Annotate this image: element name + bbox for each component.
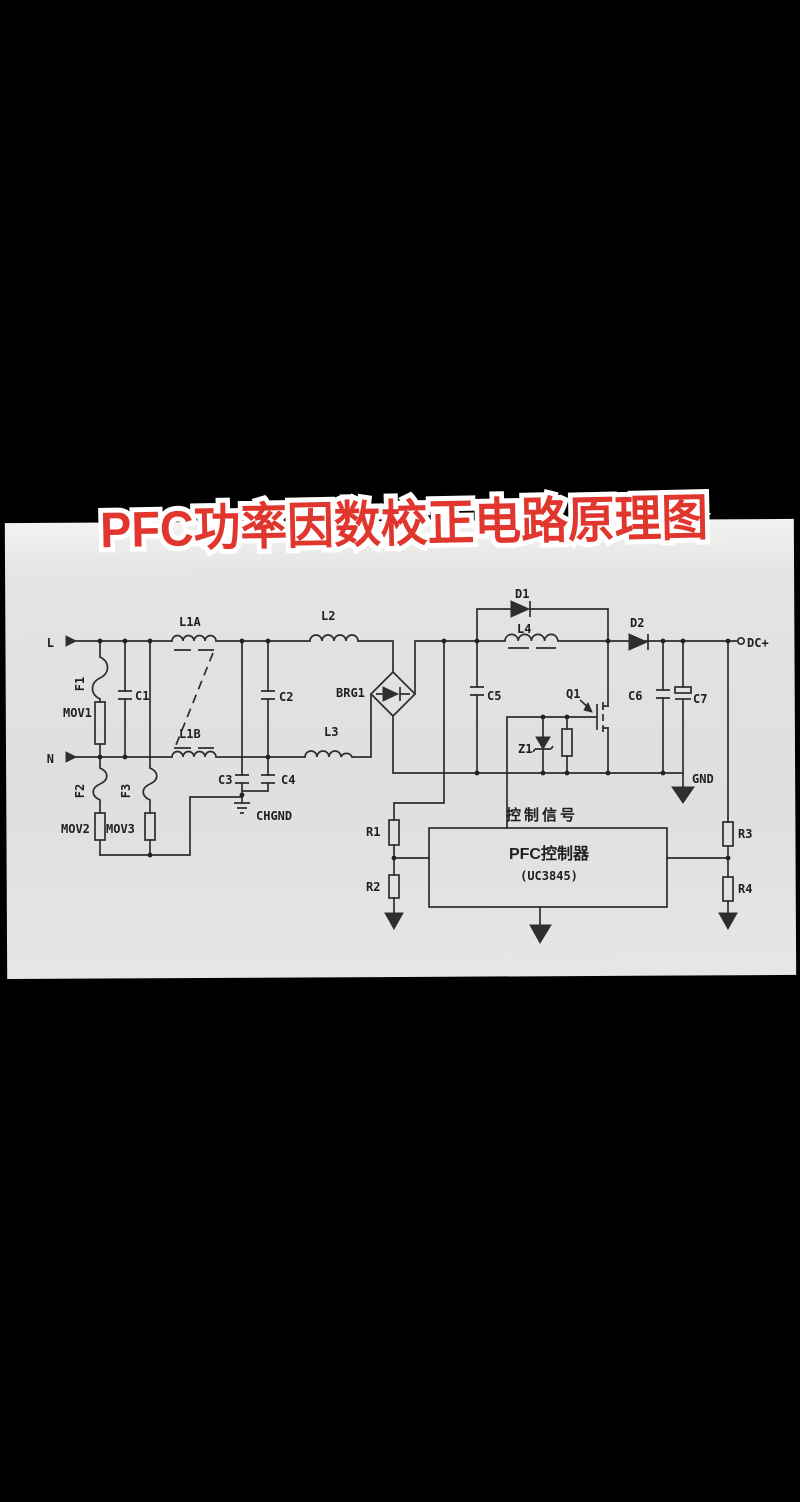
label-c6: C6: [628, 689, 642, 703]
label-controller-name: PFC控制器: [509, 844, 590, 863]
terminal-dc-plus-marker: [736, 636, 746, 646]
label-z1: Z1: [518, 742, 532, 756]
label-r1: R1: [366, 825, 380, 839]
label-mov1: MOV1: [63, 706, 92, 720]
label-q1: Q1: [566, 687, 580, 701]
capacitor-c6-symbol: [656, 689, 670, 699]
zener-z1-symbol: [532, 736, 554, 753]
label-controller-part: (UC3845): [520, 869, 578, 883]
capacitor-c4-symbol: [261, 774, 275, 784]
label-l1a: L1A: [179, 615, 201, 629]
label-l2: L2: [321, 609, 335, 623]
choke-l1a-l1b-symbol: [171, 634, 217, 758]
ground-arrow-controller: [529, 924, 552, 944]
label-l1b: L1B: [179, 727, 201, 741]
label-dc-plus: DC+: [747, 636, 769, 650]
label-f3: F3: [119, 784, 133, 798]
component-labels: L N F1 MOV1 C1 F2 MOV2 F3 MOV3 L1A L1B C…: [47, 587, 769, 896]
schematic-panel: [4, 518, 797, 980]
gate-resistor-symbol: [561, 728, 573, 757]
label-d2: D2: [630, 616, 644, 630]
resistor-r3-symbol: [722, 821, 734, 847]
chassis-ground-symbol: [234, 802, 250, 814]
label-n-terminal: N: [47, 752, 54, 766]
varistor-mov1-symbol: [94, 701, 106, 745]
label-mov3: MOV3: [106, 822, 135, 836]
label-c4: C4: [281, 773, 295, 787]
bridge-rectifier-symbol: [369, 670, 417, 718]
label-l4: L4: [517, 622, 531, 636]
terminal-n-marker: [65, 751, 78, 763]
fuse-f1-symbol: [91, 656, 109, 700]
component-symbols: [65, 600, 746, 944]
label-c3: C3: [218, 773, 232, 787]
capacitor-c5-symbol: [470, 686, 484, 696]
label-gnd: GND: [692, 772, 714, 786]
label-c2: C2: [279, 690, 293, 704]
label-brg1: BRG1: [336, 686, 365, 700]
label-c5: C5: [487, 689, 501, 703]
resistor-r1-symbol: [388, 819, 400, 846]
capacitor-c2-symbol: [261, 690, 275, 700]
diode-d1-symbol: [510, 600, 531, 618]
varistor-mov3-symbol: [144, 812, 156, 841]
capacitor-c7-symbol: [674, 686, 692, 700]
label-l3: L3: [324, 725, 338, 739]
inductor-l4-symbol: [504, 633, 559, 649]
label-f2: F2: [73, 784, 87, 798]
fuse-f2-symbol: [92, 767, 108, 801]
inductor-l3-symbol: [304, 750, 353, 758]
label-c1: C1: [135, 689, 149, 703]
label-l-terminal: L: [47, 636, 54, 650]
ground-arrow-gnd: [671, 786, 695, 804]
label-c7: C7: [693, 692, 707, 706]
varistor-mov2-symbol: [94, 812, 106, 841]
ground-arrow-r4: [718, 912, 738, 931]
capacitor-c1-symbol: [118, 690, 132, 700]
junction-dots: [97, 638, 731, 861]
inductor-l2-symbol: [309, 634, 359, 642]
label-control-signal: 控制信号: [506, 806, 578, 824]
label-d1: D1: [515, 587, 529, 601]
label-r4: R4: [738, 882, 752, 896]
resistor-r2-symbol: [388, 874, 400, 899]
resistor-r4-symbol: [722, 876, 734, 902]
wires: [73, 608, 738, 926]
label-f1: F1: [73, 677, 87, 691]
label-r2: R2: [366, 880, 380, 894]
label-r3: R3: [738, 827, 752, 841]
label-mov2: MOV2: [61, 822, 90, 836]
mosfet-q1-symbol: [579, 699, 604, 732]
terminal-l-marker: [65, 635, 78, 647]
pfc-controller-box: [428, 827, 668, 908]
fuse-f3-symbol: [142, 767, 158, 801]
label-chgnd: CHGND: [256, 809, 292, 823]
diode-d2-symbol: [628, 633, 649, 651]
ground-arrow-r2: [384, 912, 404, 931]
capacitor-c3-symbol: [235, 774, 249, 784]
